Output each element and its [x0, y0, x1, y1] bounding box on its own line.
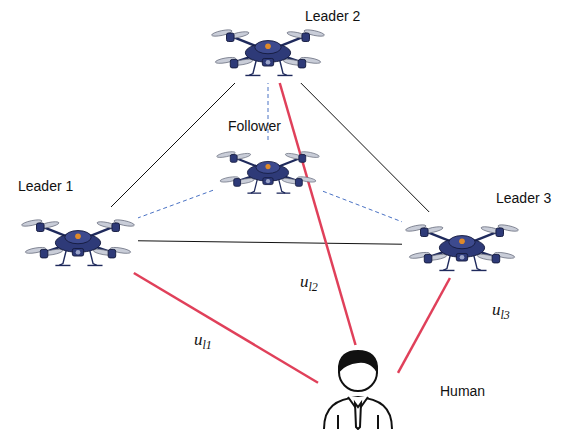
follower-drone-icon	[213, 140, 323, 200]
leader-drone: Leader 1	[18, 207, 138, 273]
node-label: Human	[440, 383, 485, 399]
formation-link	[301, 83, 429, 212]
leader-drone-icon	[402, 212, 522, 278]
node-label: Follower	[228, 118, 281, 134]
control-input-line	[398, 278, 450, 373]
leader-drone: Leader 2	[208, 17, 328, 83]
formation-link	[138, 190, 213, 218]
control-input-line	[134, 273, 318, 383]
control-signal-label: ul3	[490, 300, 512, 325]
leader-drone: Leader 3	[402, 212, 522, 278]
follower-drone: Follower	[213, 140, 323, 200]
node-label: Leader 3	[496, 190, 551, 206]
human-operator-icon	[318, 345, 398, 430]
node-label: Leader 2	[305, 8, 360, 24]
node-label: Leader 1	[18, 178, 73, 194]
control-input-line	[280, 83, 356, 345]
control-signal-label: ul2	[298, 272, 320, 297]
formation-link	[323, 191, 402, 222]
control-signal-label: ul1	[192, 330, 214, 355]
leader-drone-icon	[208, 17, 328, 83]
human-operator: Human	[318, 345, 398, 430]
formation-link	[111, 83, 235, 207]
leader-drone-icon	[18, 207, 138, 273]
formation-link	[138, 241, 402, 244]
